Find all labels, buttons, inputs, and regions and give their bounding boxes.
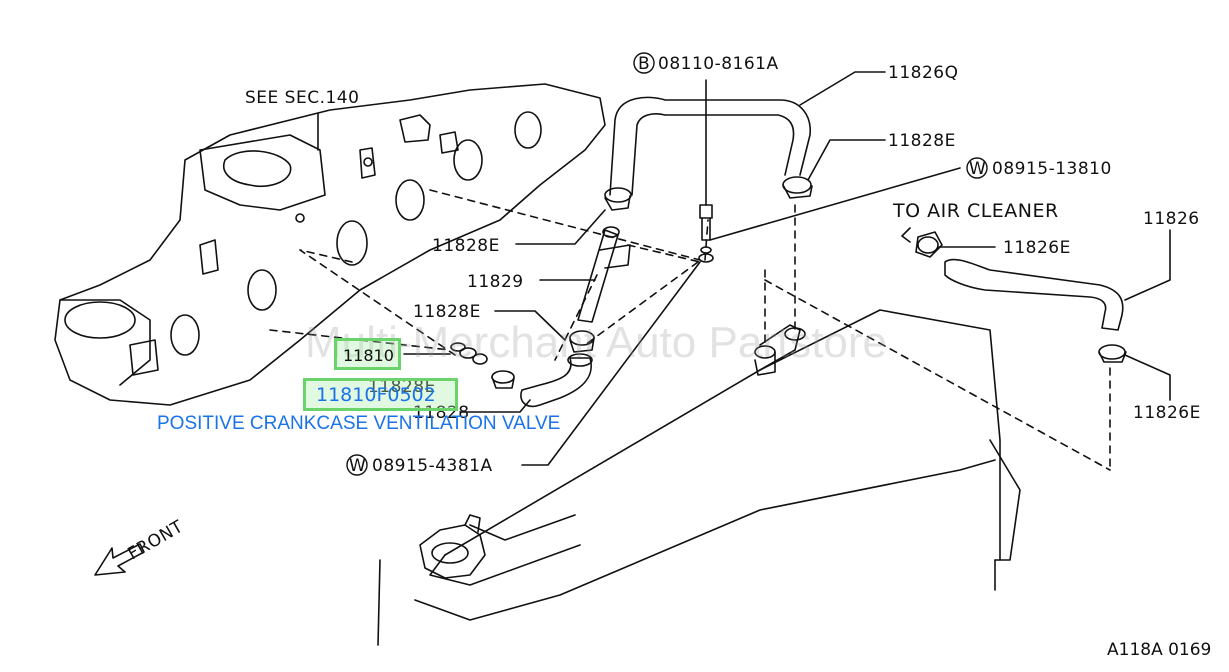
bolt-08110-8161a [698, 79, 714, 263]
pcv-valve-link[interactable]: POSITIVE CRANKCASE VENTILATION VALVE [157, 413, 561, 434]
label-to-air-cleaner: TO AIR CLEANER [892, 200, 1059, 222]
front-arrow [94, 543, 145, 576]
label-clamp-11826e-top: 11826E [1003, 238, 1071, 258]
marker-w-top-letter: W [969, 159, 986, 179]
marker-b-letter: B [638, 54, 650, 74]
marker-b: B [633, 52, 655, 74]
assembly-dashed-lines [269, 189, 1111, 471]
hose-11828 [520, 330, 595, 408]
hose-11826 [944, 258, 1127, 363]
label-hose-11826: 11826 [1143, 209, 1200, 229]
clamp-11828e-top [782, 176, 813, 199]
engine-block [377, 309, 1021, 646]
clamp-11826e-top [901, 227, 943, 258]
label-clamp-11828e-low: 11828E [413, 302, 481, 322]
label-bolt-b: 08110-8161A [658, 54, 779, 74]
label-tube-11829: 11829 [467, 272, 524, 292]
marker-w-bottom: W [346, 454, 368, 476]
label-washer-w-bottom: 08915-4381A [372, 456, 493, 476]
part-11810f0502-hotspot[interactable]: 11810F0502 [303, 378, 458, 411]
marker-w-top: W [966, 157, 988, 179]
radiator-cap [419, 514, 486, 579]
tube-11829 [577, 187, 632, 323]
pcv-valve-parts [450, 342, 488, 365]
figure-reference: A118A 0169 [1107, 640, 1212, 660]
label-front: FRONT [125, 517, 188, 565]
clamp-11828e-lower [491, 370, 515, 389]
marker-w-bottom-letter: W [349, 456, 366, 476]
label-clamp-11826e-right: 11826E [1133, 403, 1201, 423]
hose-11826q [609, 96, 811, 196]
label-clamp-11828e-lower: 11828E [368, 377, 436, 397]
label-hose-11826q: 11826Q [888, 63, 958, 83]
label-washer-w-top: 08915-13810 [992, 159, 1112, 179]
part-11810-label: 11810 [343, 346, 394, 365]
intake-manifold [54, 83, 606, 406]
label-clamp-11828e-top: 11828E [888, 131, 956, 151]
part-11810f0502-label: 11810F0502 [316, 384, 436, 406]
label-clamp-11828e-mid: 11828E [432, 236, 500, 256]
part-11810-hotspot[interactable]: 11810 [334, 338, 401, 370]
label-see-sec: SEE SEC.140 [245, 88, 359, 108]
